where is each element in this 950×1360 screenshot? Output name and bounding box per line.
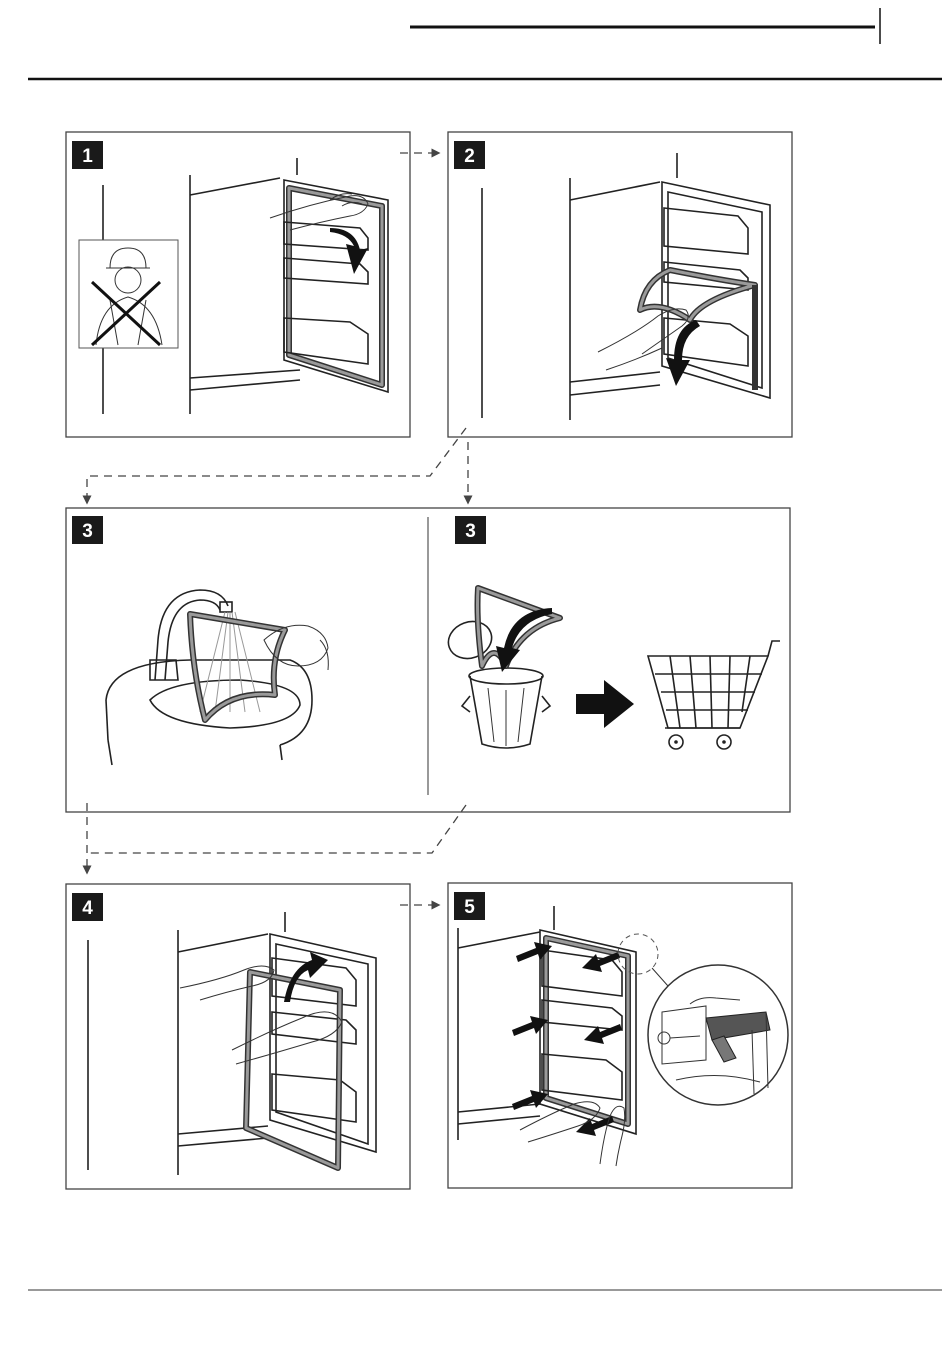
page-header	[28, 8, 942, 79]
panel-step-3: 3 3	[66, 508, 790, 812]
panel-step-5: 5	[448, 883, 792, 1188]
panel-step-1: 1	[66, 132, 410, 437]
step-number-4: 4	[82, 898, 93, 919]
panel-step-2: 2	[448, 132, 792, 437]
step-number-1: 1	[82, 146, 93, 167]
panel-step-4: 4	[66, 884, 410, 1189]
step-number-3a: 3	[82, 521, 93, 542]
step-number-3b: 3	[465, 521, 476, 542]
flow-arrows-2-to-3	[87, 428, 468, 500]
flow-arrows-3-to-4	[87, 803, 466, 870]
step-number-5: 5	[464, 897, 475, 918]
person-prohibited-icon	[79, 240, 178, 348]
step-number-2: 2	[464, 146, 475, 167]
